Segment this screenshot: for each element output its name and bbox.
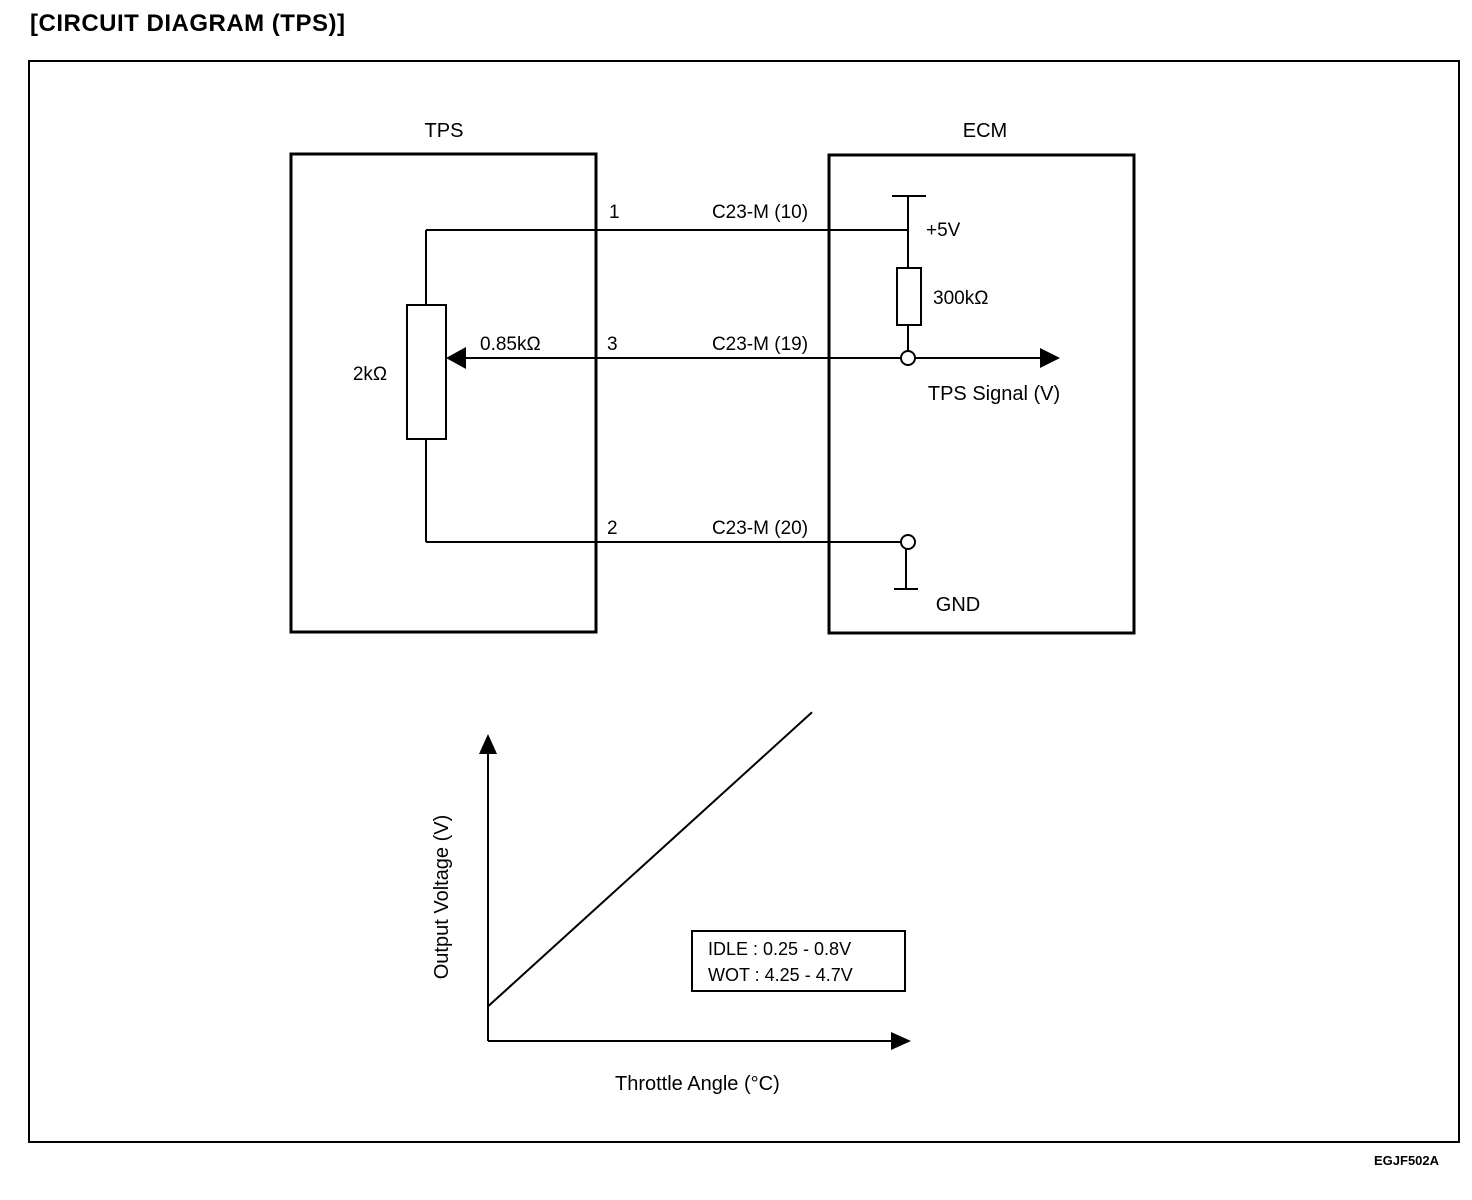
pot-resistance-label: 2kΩ [353,364,387,385]
ecm-label: ECM [963,120,1007,142]
pin-2-label: 2 [607,518,618,539]
ground-label: GND [936,594,980,616]
signal-node [900,350,916,366]
pullup-resistance-label: 300kΩ [933,288,988,309]
wiper-resistance-label: 0.85kΩ [480,334,541,355]
page-title: [CIRCUIT DIAGRAM (TPS)] [30,10,346,37]
tps-output-chart: Throttle Angle (°C) Output Voltage (V) I… [431,711,911,1095]
connector-20-label: C23-M (20) [712,518,808,539]
figure-code: EGJF502A [1374,1153,1440,1168]
tps-box [289,152,598,634]
series-line [487,711,813,1008]
y-axis-arrow-icon [479,734,497,754]
pin-1-label: 1 [609,202,620,223]
signal-arrow-icon [1040,348,1060,368]
signal-label: TPS Signal (V) [928,383,1060,405]
outer-frame [28,60,1460,1143]
potentiometer [406,304,447,440]
x-axis-label: Throttle Angle (°C) [615,1073,780,1095]
spec-wot: WOT : 4.25 - 4.7V [708,965,853,985]
connector-10-label: C23-M (10) [712,202,808,223]
ground-node [900,534,916,550]
supply-label: +5V [926,220,961,241]
pin-3-label: 3 [607,334,618,355]
wiper-arrow-icon [446,347,466,369]
ecm-box [827,153,1136,635]
spec-idle: IDLE : 0.25 - 0.8V [708,939,851,959]
pullup-resistor [896,267,922,326]
y-axis-label: Output Voltage (V) [431,815,453,980]
x-axis-arrow-icon [891,1032,911,1050]
connector-19-label: C23-M (19) [712,334,808,355]
tps-label: TPS [425,120,464,142]
spec-box [691,930,906,992]
